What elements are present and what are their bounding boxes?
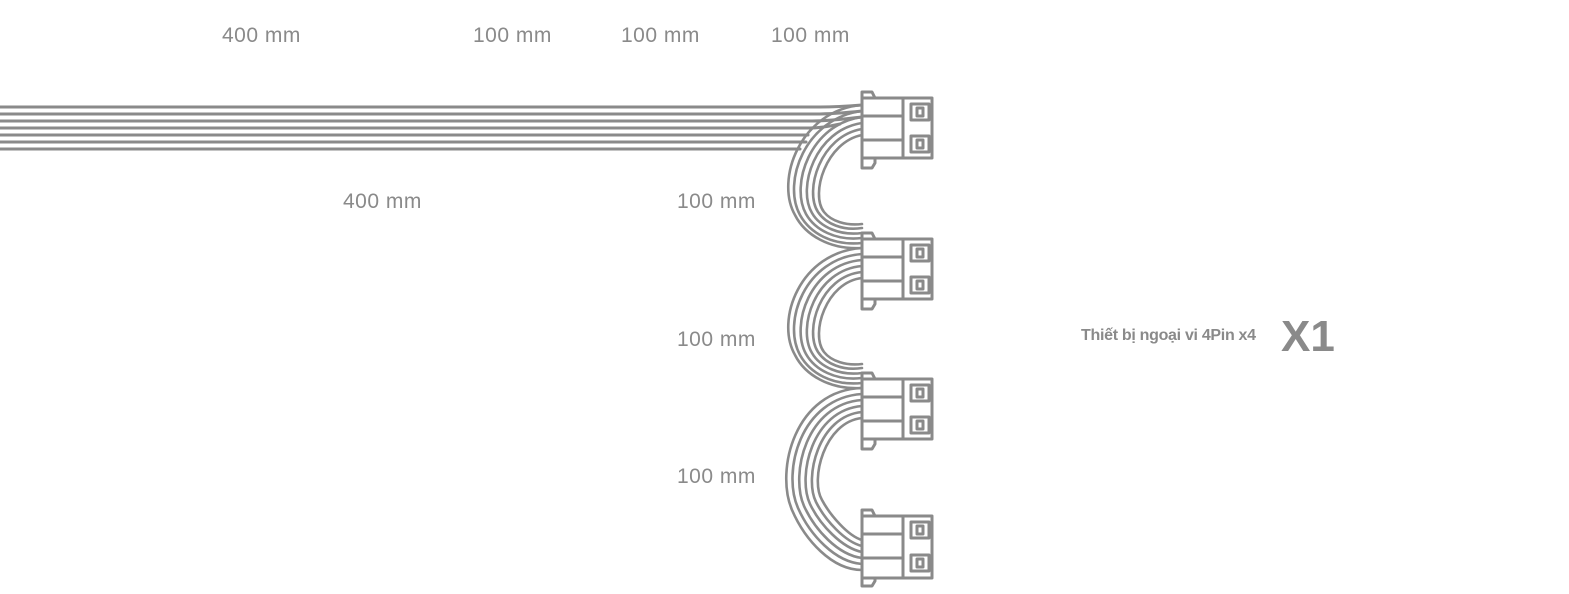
molex-connector-2 — [860, 231, 934, 311]
top-length-label-1: 100 mm — [473, 24, 552, 47]
wire-loops — [784, 103, 864, 572]
segment-length-label-2: 100 mm — [677, 328, 756, 351]
segment-length-label-3: 100 mm — [677, 465, 756, 488]
top-length-label-2: 100 mm — [621, 24, 700, 47]
top-length-label-3: 100 mm — [771, 24, 850, 47]
molex-connector-3 — [860, 371, 934, 451]
molex-connector-4 — [860, 508, 934, 588]
main-cable-length-label: 400 mm — [343, 190, 422, 213]
product-name: Thiết bị ngoại vi 4Pin x4 — [1081, 327, 1256, 344]
product-quantity: X1 — [1281, 312, 1335, 361]
molex-connector-1 — [860, 90, 934, 170]
segment-length-label-1: 100 mm — [677, 190, 756, 213]
main-cable — [0, 103, 864, 151]
top-length-label-main: 400 mm — [222, 24, 301, 47]
